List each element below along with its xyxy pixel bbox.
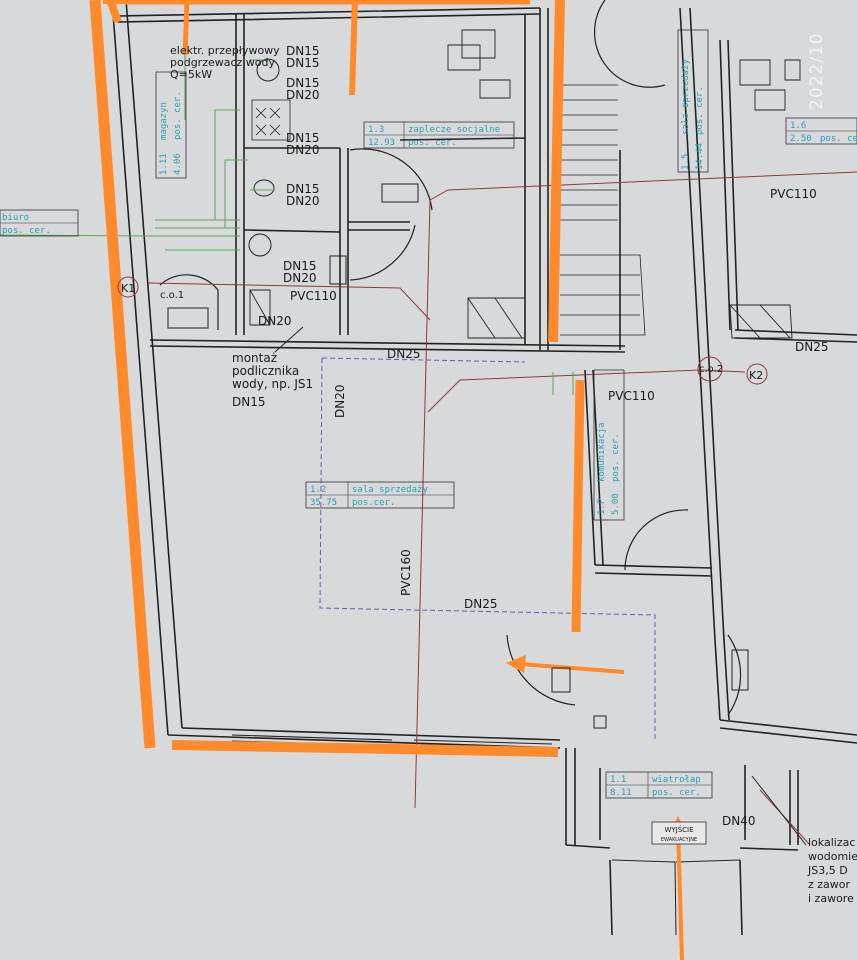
pipe-label-pvc110: PVC110: [608, 389, 655, 403]
svg-text:2.50: 2.50: [790, 134, 812, 144]
svg-text:podgrzewacz wody: podgrzewacz wody: [170, 56, 276, 69]
svg-text:K1: K1: [121, 282, 135, 295]
svg-text:lokalizac: lokalizac: [808, 836, 855, 849]
pipe-label-pvc160: PVC160: [399, 549, 413, 596]
heater-note: elektr. przepływowy podgrzewacz wody Q=5…: [170, 44, 280, 81]
pipe-labels: DN15 DN15 DN15 DN20 DN15 DN20 DN15 DN20 …: [258, 44, 829, 828]
marker-k2: K2: [746, 363, 768, 385]
svg-text:podlicznika: podlicznika: [232, 364, 299, 378]
room-label-storage: 1.11 4.06 magazyn pos. cer.: [155, 71, 187, 179]
svg-text:pos. cer.: pos. cer.: [820, 134, 857, 144]
svg-text:DN15: DN15: [232, 395, 266, 409]
room-label-right-small: 1.6 2.50 pos. cer.: [785, 117, 857, 145]
svg-text:5.00: 5.00: [611, 493, 621, 515]
svg-text:biuro: biuro: [2, 213, 29, 223]
photo-timestamp: 2022/10: [807, 32, 827, 110]
marker-co2: c.o.2: [699, 364, 723, 375]
svg-text:4.06: 4.06: [173, 153, 183, 175]
main-meter-leader: [751, 775, 807, 846]
walls: [111, 0, 857, 936]
fire-signs: [167, 183, 749, 729]
svg-text:35.75: 35.75: [310, 498, 337, 508]
marker-co1: c.o.1: [160, 290, 184, 301]
submeter-leader: [274, 326, 304, 353]
exit-sign: WYJŚCIE EWAKUACYJNE: [651, 821, 707, 845]
pipe-label-dn15: DN15: [286, 76, 320, 90]
orange-annotations: [89, 0, 684, 960]
room-label-hall: 1.2 35.75 sala sprzedaży pos.cer.: [305, 481, 455, 509]
svg-text:pos. cer.: pos. cer.: [408, 138, 457, 148]
svg-text:elektr. przepływowy: elektr. przepływowy: [170, 44, 280, 57]
svg-text:1.11: 1.11: [159, 153, 169, 175]
svg-text:wiatrołap: wiatrołap: [652, 775, 701, 785]
svg-text:magazyn: magazyn: [159, 102, 169, 140]
room-label-kitchen: 1.3 12.93 zaplecze socjalne pos. cer.: [363, 121, 515, 149]
pipe-label-dn15: DN15: [286, 182, 320, 196]
svg-text:1.P: 1.P: [597, 498, 607, 515]
svg-text:wody, np. JS1: wody, np. JS1: [232, 377, 313, 391]
svg-text:sala sprzedaży: sala sprzedaży: [352, 485, 428, 495]
svg-text:montaż: montaż: [232, 351, 277, 365]
room-label-right-sales: 1.5 14.44 sala sprzedaży pos. cer.: [677, 29, 709, 173]
pipe-label-dn20: DN20: [286, 88, 320, 102]
pipe-label-dn15: DN15: [286, 56, 320, 70]
pipe-label-dn25: DN25: [464, 597, 498, 611]
pipe-label-dn20: DN20: [258, 314, 292, 328]
svg-text:1.6: 1.6: [790, 121, 806, 131]
pipe-label-dn20-vertical: DN20: [333, 385, 347, 419]
svg-text:1.1: 1.1: [610, 775, 626, 785]
pipe-label-dn40: DN40: [722, 814, 756, 828]
submeter-note: montaż podlicznika wody, np. JS1 DN15: [232, 351, 313, 409]
room-label-vestibule: 1.1 8.11 wiatrołap pos. cer.: [605, 771, 713, 799]
water-lines: [0, 50, 574, 395]
svg-text:WYJŚCIE: WYJŚCIE: [664, 825, 693, 834]
svg-text:pos.cer.: pos.cer.: [352, 498, 395, 508]
svg-text:pos. cer.: pos. cer.: [2, 226, 51, 236]
pipe-label-dn20: DN20: [286, 143, 320, 157]
svg-text:pos. cer.: pos. cer.: [652, 788, 701, 798]
pipe-label-pvc110: PVC110: [770, 187, 817, 201]
room-label-left-edge: biuro pos. cer.: [0, 209, 79, 237]
svg-text:JS3,5 D: JS3,5 D: [807, 864, 848, 877]
svg-text:wodomie: wodomie: [808, 850, 857, 863]
pipe-label-dn20: DN20: [283, 271, 317, 285]
marker-k1: K1: [117, 276, 139, 298]
svg-text:Q=5kW: Q=5kW: [170, 68, 212, 81]
svg-text:sala sprzedaży: sala sprzedaży: [681, 59, 691, 135]
co2-circle: [697, 356, 723, 382]
svg-text:1.5: 1.5: [681, 154, 691, 170]
svg-text:pos. cer.: pos. cer.: [695, 86, 705, 135]
pipe-label-dn15: DN15: [286, 44, 320, 58]
pipe-label-dn20: DN20: [286, 194, 320, 208]
svg-text:8.11: 8.11: [610, 788, 632, 798]
pipe-label-dn15: DN15: [286, 131, 320, 145]
svg-text:pos. cer.: pos. cer.: [611, 433, 621, 482]
pipe-label-dn25: DN25: [387, 347, 421, 361]
svg-text:1.2: 1.2: [310, 485, 326, 495]
svg-text:12.93: 12.93: [368, 138, 395, 148]
svg-text:1.3: 1.3: [368, 125, 384, 135]
svg-text:komunikacja: komunikacja: [597, 422, 607, 482]
svg-text:14.44: 14.44: [695, 143, 705, 170]
svg-text:zaplecze socjalne: zaplecze socjalne: [408, 125, 500, 135]
pipe-label-pvc110: PVC110: [290, 289, 337, 303]
svg-text:K2: K2: [749, 369, 763, 382]
svg-text:EWAKUACYJNE: EWAKUACYJNE: [661, 837, 697, 843]
main-meter-note: lokalizac wodomie JS3,5 D z zawor i zawo…: [807, 836, 857, 905]
room-label-communication: 1.P 5.00 komunikacja pos. cer.: [593, 369, 625, 521]
svg-text:pos. cer.: pos. cer.: [173, 91, 183, 140]
svg-text:z zawor: z zawor: [808, 878, 851, 891]
pipe-label-dn15: DN15: [283, 259, 317, 273]
svg-text:i zawore: i zawore: [808, 892, 854, 905]
pipe-label-dn25: DN25: [795, 340, 829, 354]
